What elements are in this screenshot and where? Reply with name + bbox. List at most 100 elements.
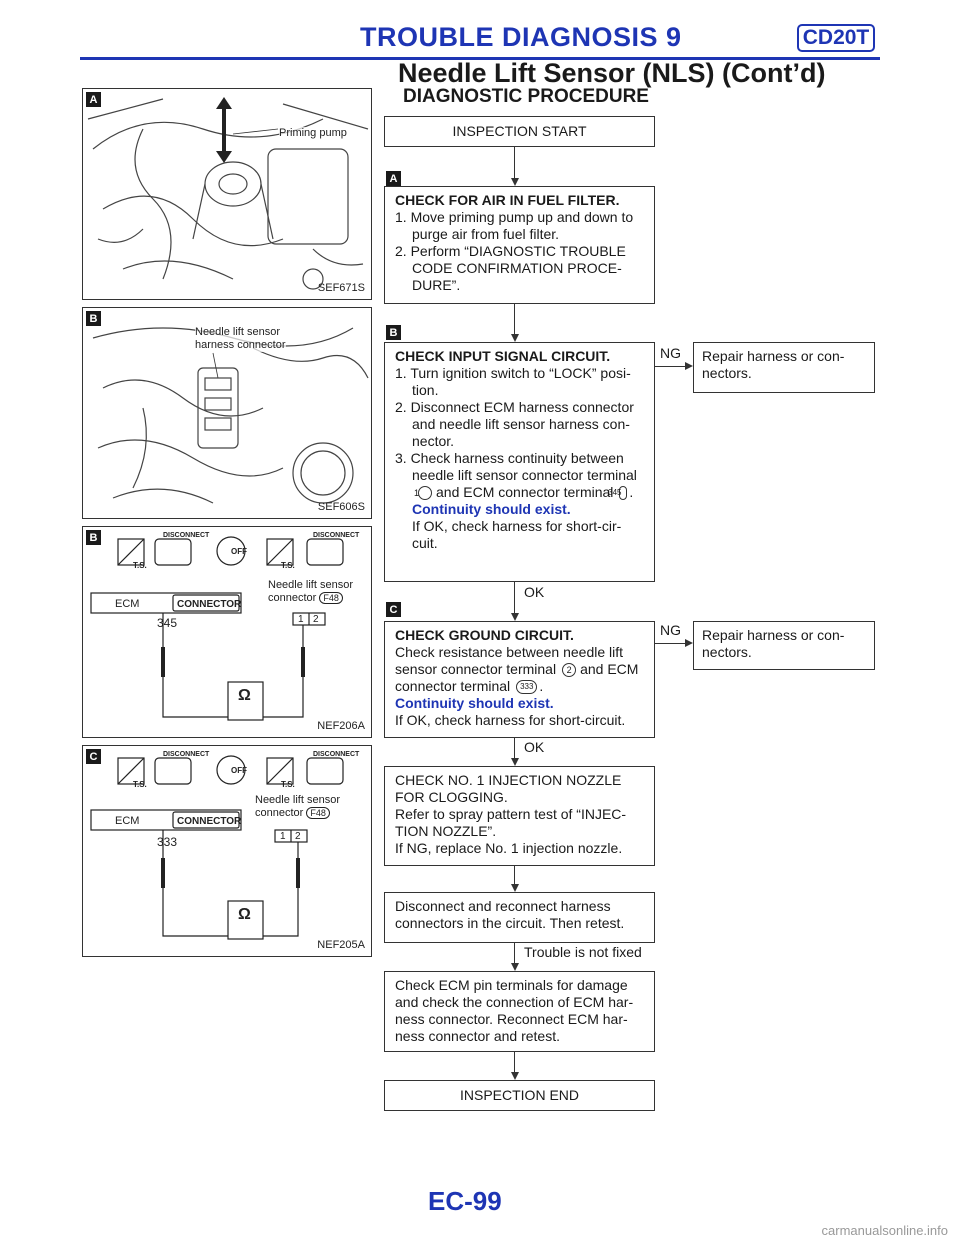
engine-illustration [87, 97, 369, 290]
figure-marker-c: C [86, 749, 101, 764]
connector-line [514, 147, 515, 178]
repair-box: Repair harness or con-nectors. [693, 342, 875, 393]
connector-line [514, 866, 515, 884]
step-item: 1. Move priming pump up and down to purg… [395, 209, 634, 242]
arrow-down-icon [511, 1072, 519, 1080]
figure-code: NEF206A [317, 720, 365, 732]
step-text: CHECK NO. 1 INJECTION NOZZLE [395, 772, 622, 788]
connector-id-badge: F48 [319, 592, 343, 604]
label-line-2-text: connector [255, 807, 304, 819]
header-title: TROUBLE DIAGNOSIS 9 [360, 22, 682, 52]
figure-input-signal-diagram: B DISCONNECT DISCONNECT T.S. T.S. OFF EC… [82, 526, 372, 738]
arrow-down-icon [511, 963, 519, 971]
step-text: FOR CLOGGING. [395, 789, 508, 805]
connector-label: CONNECTOR [177, 599, 242, 610]
terminal-badge: 333 [516, 680, 538, 695]
figure-marker-a: A [86, 92, 101, 107]
ohmmeter-icon: Ω [238, 906, 251, 923]
off-label: OFF [231, 766, 247, 775]
figure-code: NEF205A [317, 939, 365, 951]
step-text: Check resistance between needle lift sen… [395, 644, 644, 695]
step-title: CHECK GROUND CIRCUIT. [395, 627, 574, 643]
label-line-1: Needle lift sensor [255, 794, 340, 806]
arrow-right-icon [685, 362, 693, 370]
ts-label-2: T.S. [281, 780, 295, 789]
ng-line [655, 643, 685, 644]
label-line-2: connector F48 [268, 592, 353, 605]
inspection-end-box: INSPECTION END [384, 1080, 655, 1111]
ts-label-2: T.S. [281, 561, 295, 570]
figure-priming-pump: A Priming pump SEF671S [82, 88, 372, 300]
step-text: 3. Check harness continuity between need… [395, 450, 637, 483]
arrow-down-icon [511, 884, 519, 892]
ng-label: NG [660, 622, 681, 638]
label-line-2: harness connector [195, 339, 286, 351]
figure-marker-b: B [86, 311, 101, 326]
terminal-badge: 2 [562, 663, 577, 678]
step-text: Refer to spray pattern test of “INJEC-TI… [395, 806, 627, 839]
expected-result: Continuity should exist. [412, 501, 571, 517]
priming-pump-label: Priming pump [279, 127, 347, 140]
figure-harness-connector: B Needle lift sensor harness connector S… [82, 307, 372, 519]
figure-marker-b2: B [86, 530, 101, 545]
arrow-down-icon [511, 334, 519, 342]
connector-line [514, 738, 515, 758]
arrow-down-icon [511, 613, 519, 621]
ok-label: OK [524, 739, 545, 755]
flow-marker-b: B [386, 325, 401, 340]
step-title: CHECK INPUT SIGNAL CIRCUIT. [395, 348, 611, 364]
ng-label: NG [660, 345, 681, 361]
circuit-diagram [90, 755, 344, 940]
ng-line [655, 366, 685, 367]
disconnect-label-2: DISCONNECT [313, 751, 360, 758]
step-item: 2. Disconnect ECM harness connector and … [395, 399, 634, 449]
pin-2-label: 2 [295, 831, 301, 842]
pin-label: 345 [157, 616, 178, 630]
step-reconnect-harness: Disconnect and reconnect harness connect… [384, 892, 655, 943]
step-text: and ECM connector terminal [436, 484, 614, 500]
connector-line [514, 582, 515, 614]
header-subtitle: Needle Lift Sensor (NLS) (Cont’d) [398, 58, 826, 88]
expected-result: Continuity should exist. [395, 695, 554, 711]
inspection-start-box: INSPECTION START [384, 116, 655, 147]
label-line-1: Needle lift sensor [268, 579, 353, 591]
connector-line [514, 943, 515, 963]
step-item: 1. Turn ignition switch to “LOCK” posi-t… [395, 365, 631, 398]
ts-label-1: T.S. [133, 780, 147, 789]
step-item: 2. Perform “DIAGNOSTIC TROUBLE CODE CONF… [395, 243, 626, 293]
arrow-right-icon [685, 639, 693, 647]
pin-1-label: 1 [298, 614, 304, 625]
ecm-label: ECM [115, 598, 140, 610]
label-line-2: connector F48 [255, 807, 340, 820]
harness-connector-label: Needle lift sensor harness connector [195, 326, 286, 352]
figure-ground-circuit-diagram: C DISCONNECT DISCONNECT T.S. T.S. OFF EC… [82, 745, 372, 957]
figure-code: SEF671S [317, 282, 365, 294]
figure-code: SEF606S [317, 501, 365, 513]
ohmmeter-icon: Ω [238, 687, 251, 704]
connector-label: CONNECTOR [177, 816, 242, 827]
step-ecm-pin-terminals: Check ECM pin terminals for damage and c… [384, 971, 655, 1052]
off-label: OFF [231, 547, 247, 556]
step-input-signal-circuit: CHECK INPUT SIGNAL CIRCUIT. 1. Turn igni… [384, 342, 655, 582]
flow-marker-c: C [386, 602, 401, 617]
section-title: DIAGNOSTIC PROCEDURE [403, 86, 649, 107]
flow-marker-a: A [386, 171, 401, 186]
step-text-part: and ECM connector terminal [395, 661, 639, 694]
step-title: CHECK FOR AIR IN FUEL FILTER. [395, 192, 620, 208]
disconnect-label-1: DISCONNECT [163, 751, 210, 758]
step-note: If OK, check harness for short-circuit. [395, 712, 626, 728]
repair-box: Repair harness or con-nectors. [693, 621, 875, 670]
step-air-in-fuel-filter: CHECK FOR AIR IN FUEL FILTER. 1. Move pr… [384, 186, 655, 304]
step-injection-nozzle: CHECK NO. 1 INJECTION NOZZLE FOR CLOGGIN… [384, 766, 655, 866]
pin-1-label: 1 [280, 831, 286, 842]
connector-id-badge: F48 [306, 807, 330, 819]
pin-2-label: 2 [313, 614, 319, 625]
connector-line [514, 304, 515, 334]
connector-line [514, 1052, 515, 1072]
step-item: 3. Check harness continuity between need… [395, 450, 644, 501]
step-text: If NG, replace No. 1 injection nozzle. [395, 840, 623, 856]
sensor-connector-label: Needle lift sensor connector F48 [255, 794, 340, 820]
page-number: EC-99 [428, 1186, 502, 1216]
step-text: . [629, 484, 634, 500]
watermark: carmanualsonline.info [821, 1223, 948, 1238]
